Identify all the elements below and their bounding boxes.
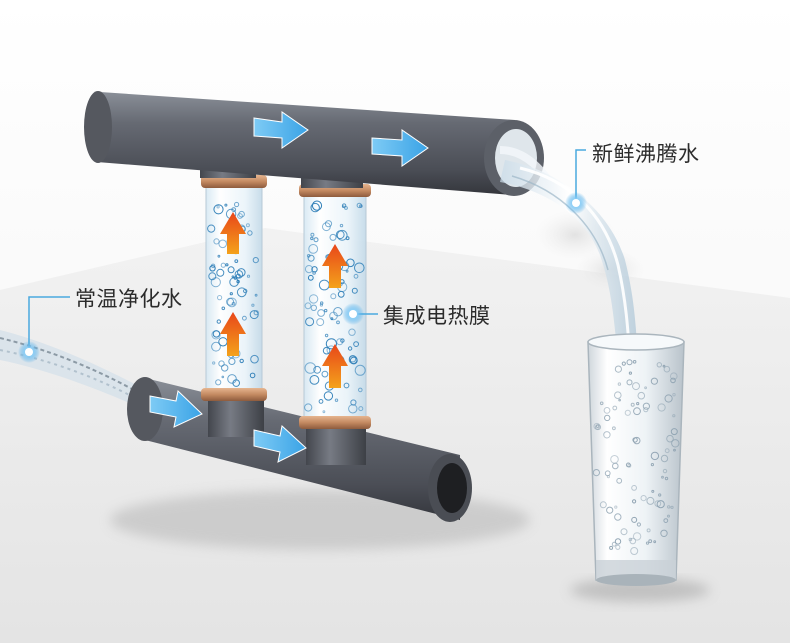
heat-up-arrow-icon [220,212,348,388]
water-glass [587,333,685,586]
top-pipe [84,91,564,202]
label-heating-film: 集成电热膜 [383,304,491,328]
label-boiling-water: 新鲜沸腾水 [592,142,700,166]
tube-bubbles [207,200,366,414]
flow-arrow-icon [149,111,429,463]
label-purified-water: 常温净化水 [75,287,183,311]
callout-dot-icon [18,192,587,363]
